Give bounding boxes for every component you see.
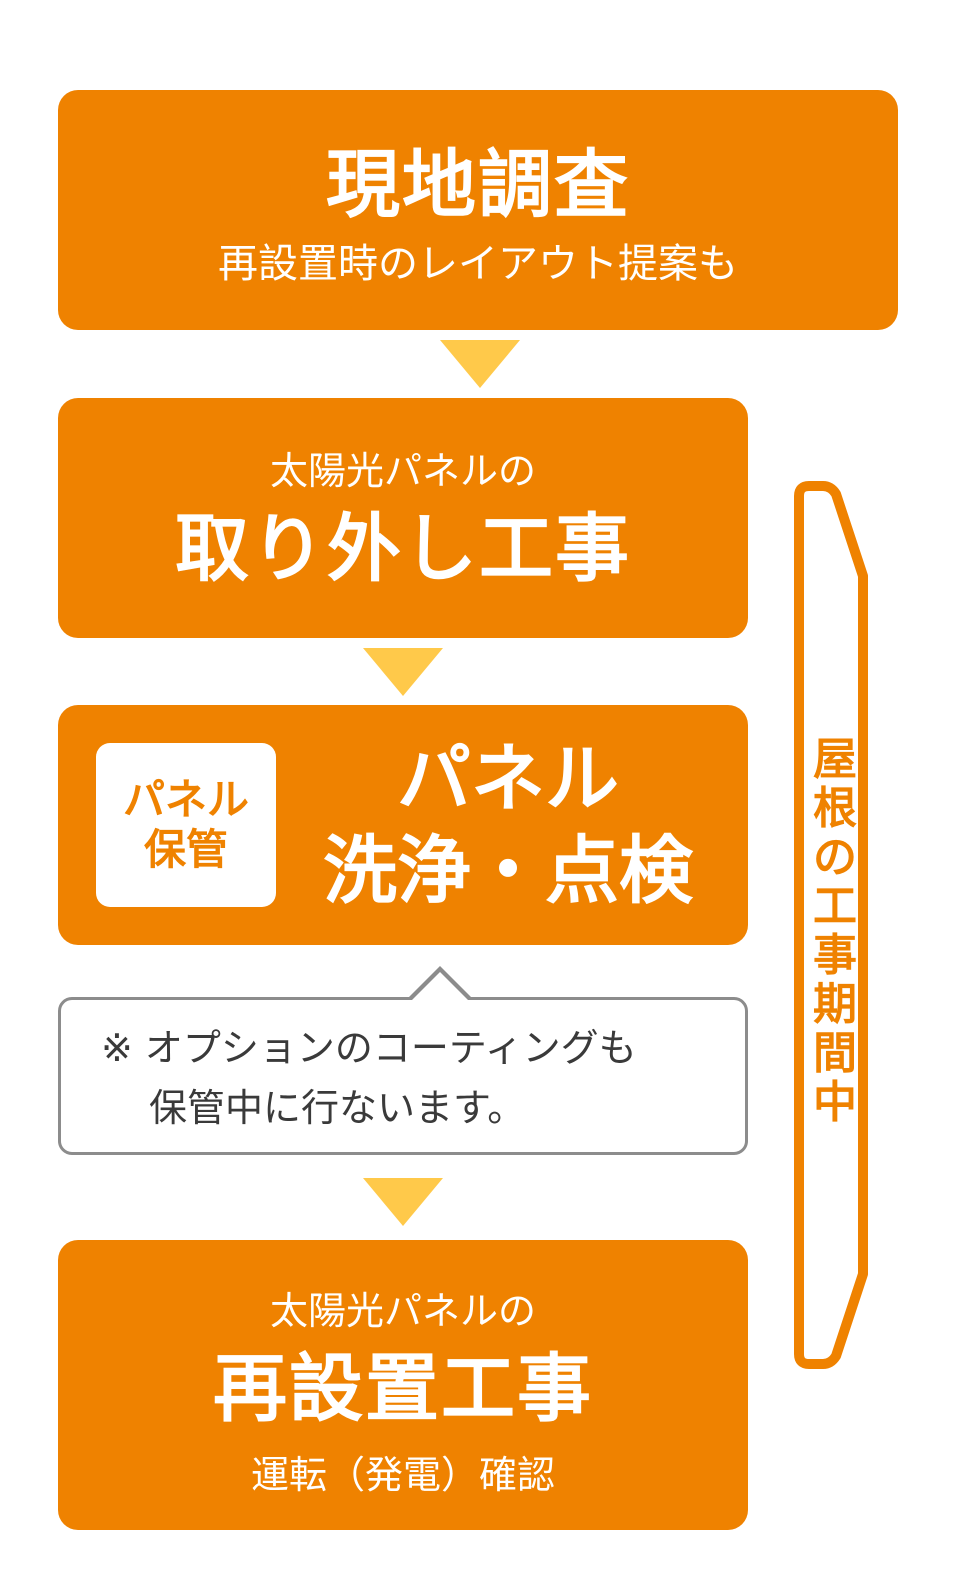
storage-tag-line: 保管 xyxy=(143,825,228,874)
step-reinstall-subtitle: 太陽光パネルの xyxy=(269,1289,536,1333)
period-char: 中 xyxy=(813,1077,857,1128)
period-char: 屋 xyxy=(813,734,857,785)
step-reinstall-title: 再設置工事 xyxy=(213,1346,593,1432)
step-reinstall-footer: 運転（発電）確認 xyxy=(250,1453,555,1497)
storage-tag-line: パネル xyxy=(122,775,249,824)
step-cleaning-title-line: パネル xyxy=(397,736,619,822)
note-line: 保管中に行ないます。 xyxy=(149,1086,526,1130)
period-char: 期 xyxy=(813,979,857,1030)
period-char: 工 xyxy=(813,881,857,932)
construction-period-bracket xyxy=(794,481,868,1369)
step-cleaning-title-line: 洗浄・点検 xyxy=(323,828,693,914)
down-arrow-icon xyxy=(363,1178,443,1226)
storage-tag: パネル 保管 xyxy=(96,743,276,907)
period-char: の xyxy=(813,832,857,883)
step-removal: 太陽光パネルの 取り外し工事 xyxy=(58,398,748,638)
step-survey: 現地調査 再設置時のレイアウト提案も xyxy=(58,90,898,330)
step-removal-subtitle: 太陽光パネルの xyxy=(269,449,536,493)
down-arrow-icon xyxy=(440,340,520,388)
period-char: 事 xyxy=(813,930,857,981)
step-cleaning: パネル 保管 パネル 洗浄・点検 xyxy=(58,705,748,945)
step-survey-title: 現地調査 xyxy=(326,142,630,228)
step-cleaning-title: パネル 洗浄・点検 xyxy=(288,733,728,917)
down-arrow-icon xyxy=(363,648,443,696)
step-survey-subtitle: 再設置時のレイアウト提案も xyxy=(218,241,738,287)
note-line: ※ オプションのコーティングも xyxy=(101,1026,637,1070)
step-reinstall: 太陽光パネルの 再設置工事 運転（発電）確認 xyxy=(58,1240,748,1530)
step-removal-title: 取り外し工事 xyxy=(175,506,631,592)
construction-period-label: 屋 根 の 工 事 期 間 中 xyxy=(800,735,870,1127)
option-note-callout: ※ オプションのコーティングも 保管中に行ないます。 xyxy=(58,966,748,1155)
period-char: 間 xyxy=(813,1028,857,1079)
period-char: 根 xyxy=(813,783,857,834)
